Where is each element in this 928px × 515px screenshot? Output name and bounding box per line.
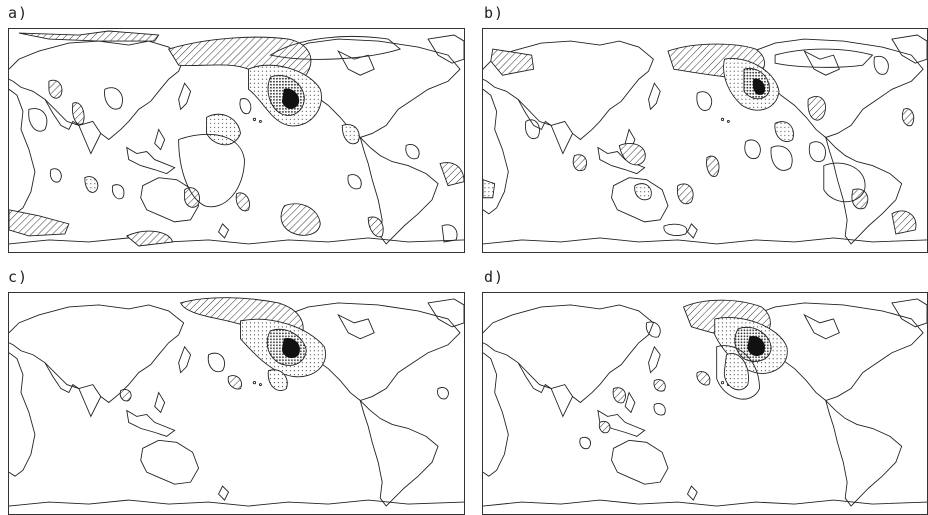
- map-svg: [9, 297, 464, 507]
- map-svg: [483, 34, 927, 245]
- map-svg: [483, 298, 927, 507]
- panel-label: b): [484, 4, 505, 22]
- map-frame: [8, 28, 465, 253]
- map-frame: [8, 292, 465, 515]
- panel-label: a): [8, 4, 29, 22]
- panel-label: c): [8, 268, 29, 286]
- map-frame: [482, 292, 928, 515]
- panel-label: d): [484, 268, 505, 286]
- map-frame: [482, 28, 928, 253]
- map-svg: [9, 30, 464, 247]
